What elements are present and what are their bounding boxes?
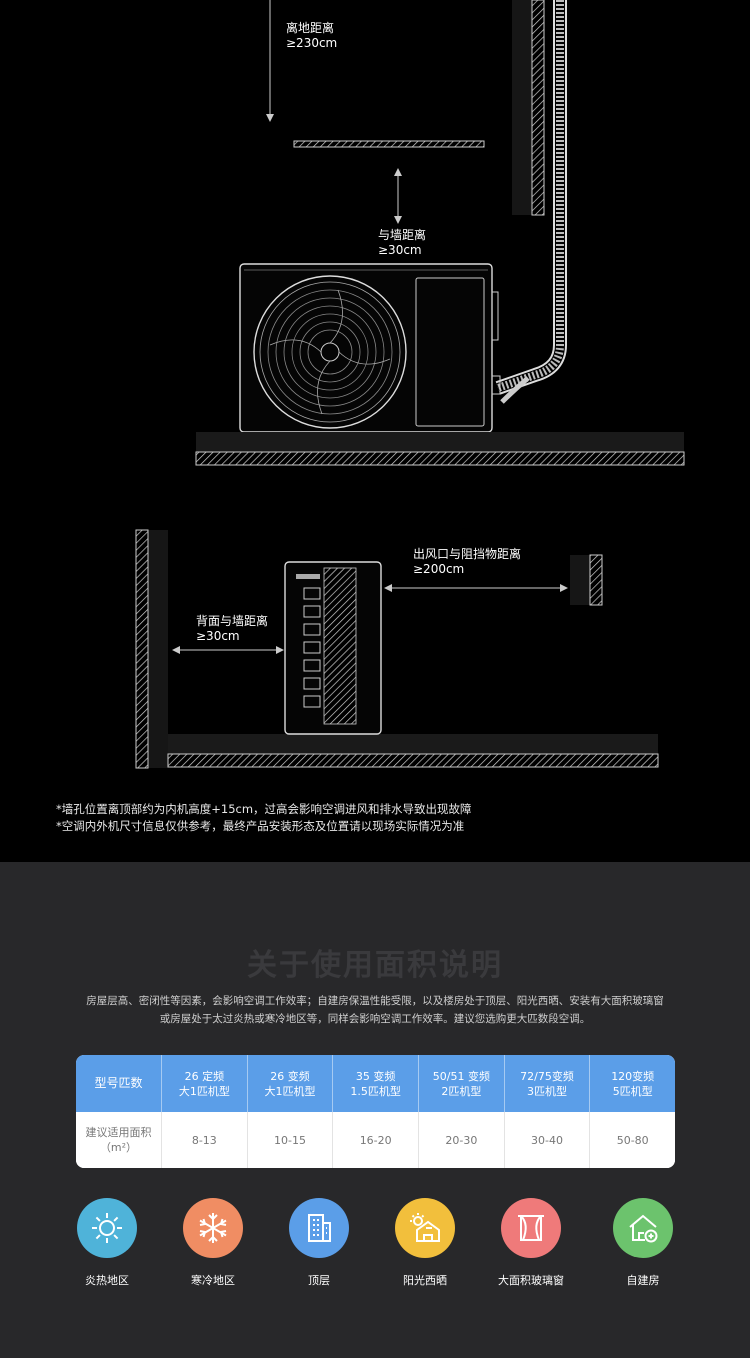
table-header-cell: 120变频 5匹机型 bbox=[611, 1069, 655, 1098]
obstacle bbox=[589, 554, 603, 606]
circle-badge bbox=[183, 1198, 243, 1258]
factor-label: 顶层 bbox=[308, 1274, 330, 1287]
factor-cold-region: 寒冷地区 bbox=[168, 1198, 258, 1288]
factor-label: 自建房 bbox=[626, 1274, 660, 1287]
table-header-row: 型号匹数 26 定频 大1匹机型 26 变频 大1匹机型 35 变频 1.5匹机… bbox=[76, 1055, 675, 1112]
building-icon bbox=[308, 1214, 331, 1242]
sun-icon bbox=[92, 1213, 122, 1243]
table-header-cell: 50/51 变频 2匹机型 bbox=[419, 1055, 505, 1112]
window-curtain-icon bbox=[518, 1215, 544, 1241]
sunny-house-icon bbox=[410, 1213, 440, 1242]
obstacle-shadow bbox=[570, 555, 592, 605]
ground-clearance-label: 离地距离 ≥230cm bbox=[286, 21, 338, 50]
table-header-cell: 35 变频 1.5匹机型 bbox=[333, 1055, 420, 1112]
circle-badge bbox=[395, 1198, 455, 1258]
ground-base bbox=[196, 432, 684, 452]
factor-label: 寒冷地区 bbox=[191, 1274, 235, 1287]
table-header-cell: 72/75变频 3匹机型 bbox=[505, 1055, 591, 1112]
table-header-cell: 26 定频 大1匹机型 bbox=[162, 1055, 248, 1112]
outdoor-unit-front bbox=[239, 263, 501, 433]
factor-label: 阳光西晒 bbox=[403, 1274, 447, 1287]
factor-west-sun: 阳光西晒 bbox=[380, 1198, 470, 1288]
area-table: 型号匹数 26 定频 大1匹机型 26 变频 大1匹机型 35 变频 1.5匹机… bbox=[76, 1055, 675, 1168]
factor-top-floor: 顶层 bbox=[274, 1198, 364, 1288]
factor-label: 炎热地区 bbox=[85, 1274, 129, 1287]
right-wall bbox=[531, 0, 545, 216]
factor-self-built-house: 自建房 bbox=[598, 1198, 688, 1288]
factor-large-window: 大面积玻璃窗 bbox=[486, 1198, 576, 1288]
installation-diagram-graphic bbox=[135, 0, 685, 769]
back-wall-distance-label: 背面与墙距离 ≥30cm bbox=[196, 614, 269, 643]
house-plus-icon bbox=[629, 1214, 658, 1243]
table-cell: 20-30 bbox=[419, 1112, 505, 1168]
table-row: 建议适用面积 （m²） 8-13 10-15 16-20 20-30 30-40… bbox=[76, 1112, 675, 1168]
usage-area-section: 关于使用面积说明 房屋层高、密闭性等因素，会影响空调工作效率；自建房保温性能受限… bbox=[0, 862, 750, 1358]
circle-badge bbox=[501, 1198, 561, 1258]
outlet-distance-label: 出风口与阻挡物距离 ≥200cm bbox=[413, 547, 522, 576]
upper-shelf bbox=[293, 140, 485, 148]
lower-ground-slab bbox=[167, 753, 659, 768]
table-header-cell: 26 变频 大1匹机型 bbox=[248, 1055, 334, 1112]
right-wall-shadow bbox=[512, 0, 534, 215]
circle-badge bbox=[289, 1198, 349, 1258]
outdoor-unit-side bbox=[284, 561, 382, 735]
section-description-line-1: 房屋层高、密闭性等因素，会影响空调工作效率；自建房保温性能受限，以及楼房处于顶层… bbox=[86, 995, 664, 1007]
installation-diagram: 离地距离 ≥230cm 与墙距离 ≥30cm 出风口与阻挡物距离 ≥200cm … bbox=[56, 0, 685, 833]
table-row-label: 建议适用面积 （m²） bbox=[76, 1112, 162, 1168]
section-description-line-2: 或房屋处于太过炎热或寒冷地区等，同样会影响空调工作效率。建议您选购更大匹数段空调… bbox=[159, 1013, 591, 1025]
table-header-label: 型号匹数 bbox=[76, 1055, 162, 1112]
table-cell: 50-80 bbox=[616, 1133, 649, 1147]
factor-label: 大面积玻璃窗 bbox=[498, 1274, 564, 1287]
left-wall bbox=[135, 529, 149, 769]
factor-hot-region: 炎热地区 bbox=[62, 1198, 152, 1288]
table-cell: 16-20 bbox=[333, 1112, 420, 1168]
ground-slab bbox=[195, 451, 685, 466]
table-cell: 30-40 bbox=[505, 1112, 591, 1168]
circle-badge bbox=[613, 1198, 673, 1258]
note-wall-hole: *墙孔位置离顶部约为内机高度+15cm，过高会影响空调进风和排水导致出现故障 bbox=[56, 802, 472, 816]
note-size-disclaimer: *空调内外机尺寸信息仅供参考，最终产品安装形态及位置请以现场实际情况为准 bbox=[56, 819, 465, 833]
table-cell: 10-15 bbox=[248, 1112, 334, 1168]
snowflake-icon bbox=[199, 1213, 227, 1243]
wall-distance-top-label: 与墙距离 ≥30cm bbox=[378, 228, 427, 257]
left-wall-shadow bbox=[148, 530, 168, 768]
section-title: 关于使用面积说明 bbox=[247, 948, 503, 983]
lower-ground-base bbox=[168, 734, 658, 754]
circle-badge bbox=[77, 1198, 137, 1258]
table-cell: 8-13 bbox=[162, 1112, 248, 1168]
refrigerant-pipe bbox=[495, 0, 567, 404]
